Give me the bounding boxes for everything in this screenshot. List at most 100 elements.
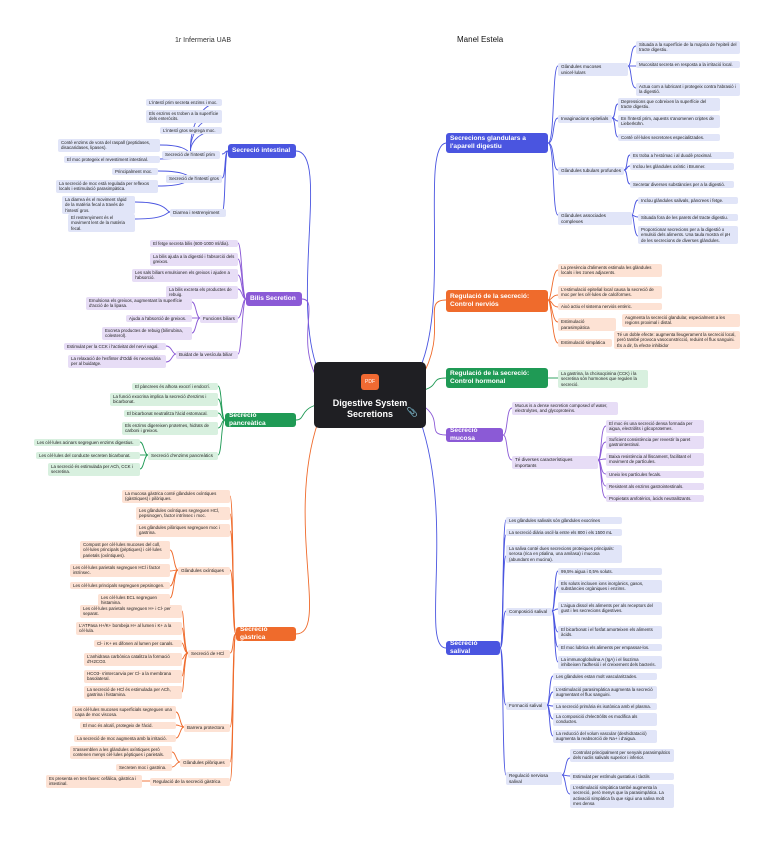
leaf-oxintiques-4[interactable]: Les cèl·lules ECL segreguen histamina. [98, 594, 170, 607]
leaf-bilis-2[interactable]: La bilis ajuda a la digestió i l'absorci… [150, 253, 238, 266]
leaf-buidat-1[interactable]: Estimulat per la CCK i l'activitat del n… [64, 343, 166, 351]
leaf-salival-intro-1[interactable]: Les glàndules salivals són glàndules exo… [506, 517, 622, 525]
subtopic-associades-complexes[interactable]: Glàndules associades complexes [558, 212, 632, 226]
leaf-prim-3[interactable]: L'intestí gros segrega moc. [160, 127, 222, 135]
leaf-formacio-1[interactable]: Les glàndules estan molt vascularitzades… [553, 673, 657, 681]
leaf-enzims-2[interactable]: Les cèl·lules del conducte secreten bica… [36, 452, 140, 460]
leaf-composicio-4[interactable]: El bicarbonat i el fosfat amorteixen els… [558, 626, 662, 639]
leaf-hcl-6[interactable]: La secreció de HCl és estimulada per ACh… [84, 686, 182, 699]
leaf-funcions-2[interactable]: Ajuda a l'absorció de greixos. [126, 315, 192, 323]
leaf-associades-2[interactable]: Situada fora de les parets del tracte di… [638, 214, 738, 222]
leaf-prim-2[interactable]: Els enzims es troben a la superfície del… [146, 110, 222, 123]
leaf-buidat-2[interactable]: La relaxació de l'esfínter d'Oddi és nec… [68, 355, 166, 368]
leaf-mucoses-2[interactable]: Mucositat secreta en resposta a la irrit… [636, 61, 740, 69]
subtopic-regulacio-nerviosa-salival[interactable]: Regulació nerviosa salival [506, 772, 562, 786]
leaf-regulacio-gastrica[interactable]: Es presenta en tres fases: cefàlica, gàs… [46, 775, 142, 788]
leaf-bilis-3[interactable]: Les sals biliars emulsionen els greixos … [132, 269, 238, 282]
leaf-composicio-1[interactable]: 99,5% aigua i 0,5% soluts. [558, 568, 662, 576]
leaf-salival-intro-3[interactable]: La saliva conté dues secrecions proteiqu… [506, 545, 622, 564]
subtopic-buidat-vesicula[interactable]: Buidat de la vesícula biliar [176, 351, 238, 359]
leaf-composicio-5[interactable]: El moc lubrica els aliments per empassar… [558, 644, 662, 652]
leaf-pancrees-1[interactable]: El pàncrees és alhora exocrí i endocrí. [132, 383, 218, 391]
subtopic-mucoses-unicellulars[interactable]: Glàndules mucoses unicel·lulars [558, 63, 628, 77]
leaf-nervios-3[interactable]: Això actiu el sistema nerviós entèric. [558, 303, 662, 311]
leaf-oxintiques-1[interactable]: Compost per cèl·lules mucoses del coll, … [80, 541, 170, 560]
leaf-gros-2[interactable]: La secreció de moc està regulada per ref… [56, 180, 158, 193]
leaf-mucoses-3[interactable]: Actua com a lubricant i protegeix contra… [636, 83, 740, 96]
leaf-oxintiques-2[interactable]: Les cèl·lules parietals segreguen HCl i … [70, 564, 170, 577]
leaf-barrera-2[interactable]: El moc és alcalí, protegeix de l'àcid. [80, 722, 176, 730]
leaf-nerviosa-2[interactable]: Estimulat per estímuls gustatius i tàcti… [570, 773, 674, 781]
leaf-formacio-5[interactable]: La reducció del volum vascular (deshidra… [553, 730, 657, 743]
leaf-nervios-1[interactable]: La presència d'aliments estimula les glà… [558, 264, 662, 277]
subtopic-intesti-prim[interactable]: Secreció de l'intestí prim [162, 151, 220, 159]
leaf-mucosa-4[interactable]: Uneix les partícules fecals. [606, 471, 704, 479]
subtopic-barrera-protectora[interactable]: Barrera protectora [184, 724, 230, 732]
leaf-hcl-3[interactable]: Cl- i K+ es difonen al lumen per canals. [94, 640, 182, 648]
leaf-prim-4[interactable]: Conté enzims de vora del raspall (peptid… [58, 139, 160, 152]
leaf-barrera-1[interactable]: Les cèl·lules mucoses superficials segre… [72, 706, 176, 719]
leaf-prim-5[interactable]: El moc protegeix el revestiment intestin… [64, 156, 160, 164]
leaf-pancrees-4[interactable]: Els enzims digereixen proteïnes, hidrats… [122, 422, 218, 435]
leaf-nerviosa-1[interactable]: Controlat principalment per senyals para… [570, 749, 674, 762]
leaf-gastrica-intro-1[interactable]: La mucosa gàstrica conté glàndules oxínt… [122, 490, 230, 503]
subtopic-tubulars-profundes[interactable]: Glàndules tubulars profundes [558, 167, 624, 175]
topic-secrecio-gastrica[interactable]: Secreció gàstrica [236, 626, 296, 641]
leaf-invaginacions-3[interactable]: Conté cèl·lules secretores especialitzad… [618, 134, 720, 142]
subtopic-formacio-salival[interactable]: Formació salival [506, 702, 547, 710]
leaf-formacio-4[interactable]: La composició d'electròlits es modifica … [553, 713, 657, 726]
leaf-mucosa-1[interactable]: El moc és una secreció densa formada per… [606, 420, 704, 433]
topic-regulacio-nervios[interactable]: Regulació de la secreció: Control nervió… [446, 290, 548, 312]
topic-bilis-secretion[interactable]: Bilis Secretion [246, 292, 302, 306]
leaf-mucosa-5[interactable]: Resistent als enzims gastrointestinals. [606, 483, 704, 491]
leaf-funcions-1[interactable]: Emulsiona els greixos, augmentant la sup… [86, 297, 192, 310]
leaf-formacio-3[interactable]: La secreció primària és isotònica amb el… [553, 703, 657, 711]
leaf-formacio-2[interactable]: L'estimulació parasimpàtica augmenta la … [553, 686, 657, 699]
leaf-pancrees-2[interactable]: La funció exocrina implica la secreció d… [110, 393, 218, 406]
leaf-piloriques-1[interactable]: S'assemblen a les glàndules oxíntiques p… [70, 746, 172, 759]
leaf-gastrica-intro-2[interactable]: Les glàndules oxíntiques segreguen HCl, … [136, 507, 230, 520]
topic-secrecio-salival[interactable]: Secreció salival [446, 640, 500, 655]
topic-secrecio-intestinal[interactable]: Secreció intestinal [228, 144, 296, 158]
subtopic-regulacio-gastrica[interactable]: Regulació de la secreció gàstrica [150, 778, 230, 786]
leaf-mucosa-3[interactable]: Baixa resistència al lliscament, facilit… [606, 453, 704, 466]
leaf-mucosa-6[interactable]: Propietats amfotèrics, àcids neutralitza… [606, 495, 704, 503]
leaf-tubulars-3[interactable]: Secretar diverses substàncies per a la d… [630, 181, 734, 189]
paperclip-icon[interactable]: 📎 [406, 407, 418, 417]
subtopic-parasimpatica[interactable]: Estimulació parasimpàtica [558, 318, 616, 332]
leaf-prim-1[interactable]: L'intestí prim secreta enzims i moc. [146, 99, 222, 107]
leaf-gros-1[interactable]: Principalment moc. [112, 168, 158, 176]
leaf-enzims-3[interactable]: La secreció és estimulada per ACh, CCK i… [48, 463, 140, 476]
leaf-diarrea-2[interactable]: El restrenyiment és el moviment lent de … [68, 214, 135, 233]
leaf-composicio-3[interactable]: L'aigua dissol els aliments per als rece… [558, 602, 662, 615]
leaf-bilis-4[interactable]: La bilis excreta els productes de rebuig… [166, 286, 238, 299]
leaf-mucosa-intro[interactable]: Mucus is a dense secretion composed of w… [512, 402, 618, 415]
leaf-enzims-1[interactable]: Les cèl·lules acinars segreguen enzims d… [34, 439, 140, 447]
leaf-tubulars-2[interactable]: Inclou les glàndules oxíntic i Brunner. [630, 163, 734, 171]
leaf-funcions-3[interactable]: Excreta productes de rebuig (bilirrubina… [102, 327, 192, 340]
leaf-invaginacions-1[interactable]: Depressions que cobreixen la superfície … [618, 98, 720, 111]
leaf-hcl-4[interactable]: L'anhidrasa carbònica catalitza la forma… [84, 653, 182, 666]
leaf-hormonal[interactable]: La gastrina, la chcisoqcinina (CCK) i la… [558, 370, 648, 389]
leaf-bilis-1[interactable]: El fetge secreta bilis (600-1000 ml/dia)… [150, 240, 238, 248]
leaf-oxintiques-3[interactable]: Les cèl·lules principals segreguen pepsi… [70, 582, 170, 590]
subtopic-glandules-oxintiques[interactable]: Glàndules oxíntiques [178, 567, 230, 575]
subtopic-enzims-pancreatics[interactable]: Secreció d'enzims pancreàtics [148, 452, 218, 460]
leaf-associades-1[interactable]: Inclou glàndules salivals, pàncrees i fe… [638, 197, 738, 205]
topic-secrecions-glandulars[interactable]: Secrecions glandulars a l'aparell digest… [446, 133, 548, 153]
subtopic-intesti-gros[interactable]: Secreció de l'intestí gros [166, 175, 222, 183]
subtopic-simpatica[interactable]: Estimulació simpàtica [558, 339, 612, 347]
leaf-parasimpatica[interactable]: Augmenta la secreció glandular, especial… [622, 314, 740, 327]
leaf-associades-3[interactable]: Proporcionar secrecions per a la digesti… [638, 226, 738, 245]
leaf-nerviosa-3[interactable]: L'estimulació simpàtica també augmenta l… [570, 784, 674, 808]
subtopic-caracteristiques[interactable]: Té diverses característiques importants [512, 456, 598, 470]
leaf-salival-intro-2[interactable]: La secreció diària oscil·la entre els 80… [506, 529, 622, 537]
subtopic-secrecio-hcl[interactable]: Secreció de HCl [188, 650, 230, 658]
leaf-mucosa-2[interactable]: Suficient consistència per revestir la p… [606, 436, 704, 449]
leaf-hcl-2[interactable]: L'ATPasa H+/K+ bombeja H+ al lumen i K+ … [76, 622, 182, 635]
leaf-tubulars-1[interactable]: Es troba a l'estómac i al duodè proximal… [630, 152, 734, 160]
leaf-simpatica[interactable]: Té un doble efecte: augmenta lleugeramen… [614, 331, 740, 350]
leaf-piloriques-2[interactable]: Secreten moc i gastrina. [116, 764, 172, 772]
topic-regulacio-hormonal[interactable]: Regulació de la secreció: Control hormon… [446, 368, 548, 388]
leaf-composicio-2[interactable]: Els soluts inclouen ions inorgànics, gas… [558, 580, 662, 593]
